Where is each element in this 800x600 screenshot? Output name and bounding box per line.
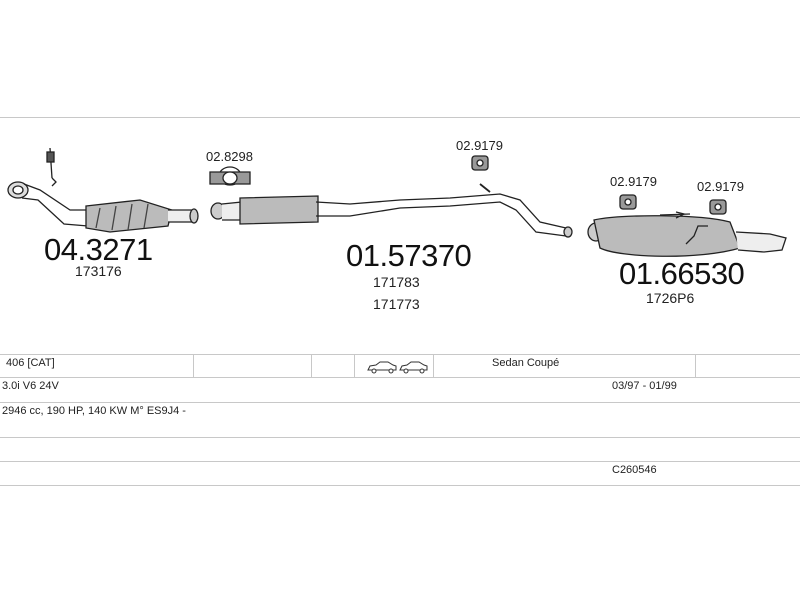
table-row-empty — [0, 437, 800, 460]
sub-number-front-pipe-1: 171783 — [373, 274, 420, 290]
bottom-border — [0, 485, 800, 486]
spec-cell: 2946 cc, 190 HP, 140 KW M° ES9J4 - — [2, 405, 186, 417]
table-row-model: 406 [CAT] Sedan Coupé — [0, 354, 800, 377]
fitting-number-hanger-rear-2: 02.9179 — [697, 179, 744, 194]
part-number-rear-silencer: 01.66530 — [619, 256, 745, 291]
fitting-number-hanger-rear-1: 02.9179 — [610, 174, 657, 189]
hanger-rear-1-icon — [619, 194, 637, 210]
catalytic-converter-icon — [7, 181, 199, 233]
hanger-rear-2-icon — [709, 199, 727, 215]
code-cell: C260546 — [612, 464, 657, 476]
model-cell: 406 [CAT] — [6, 357, 55, 369]
table-row-engine: 3.0i V6 24V 03/97 - 01/99 — [0, 377, 800, 400]
hanger-mid-icon — [471, 155, 489, 171]
years-cell: 03/97 - 01/99 — [612, 380, 677, 392]
fitting-number-hanger-mid: 02.9179 — [456, 138, 503, 153]
sub-number-cat: 173176 — [75, 263, 122, 279]
table-row-spec: 2946 cc, 190 HP, 140 KW M° ES9J4 - — [0, 402, 800, 425]
table-row-code: C260546 — [0, 461, 800, 484]
body-cell: Sedan Coupé — [492, 357, 560, 369]
sub-number-front-pipe-2: 171773 — [373, 296, 420, 312]
part-number-cat: 04.3271 — [44, 232, 153, 267]
engine-cell: 3.0i V6 24V — [2, 380, 59, 392]
part-number-front-pipe: 01.57370 — [346, 238, 472, 273]
sub-number-rear-silencer: 1726P6 — [646, 290, 694, 306]
rear-silencer-icon — [587, 211, 787, 257]
middle-pipe-icon — [210, 183, 573, 238]
top-border — [0, 117, 800, 118]
fitting-number-clamp: 02.8298 — [206, 149, 253, 164]
clamp-icon — [209, 166, 251, 186]
lambda-sensor-icon — [46, 147, 57, 187]
car-icons — [367, 361, 428, 374]
